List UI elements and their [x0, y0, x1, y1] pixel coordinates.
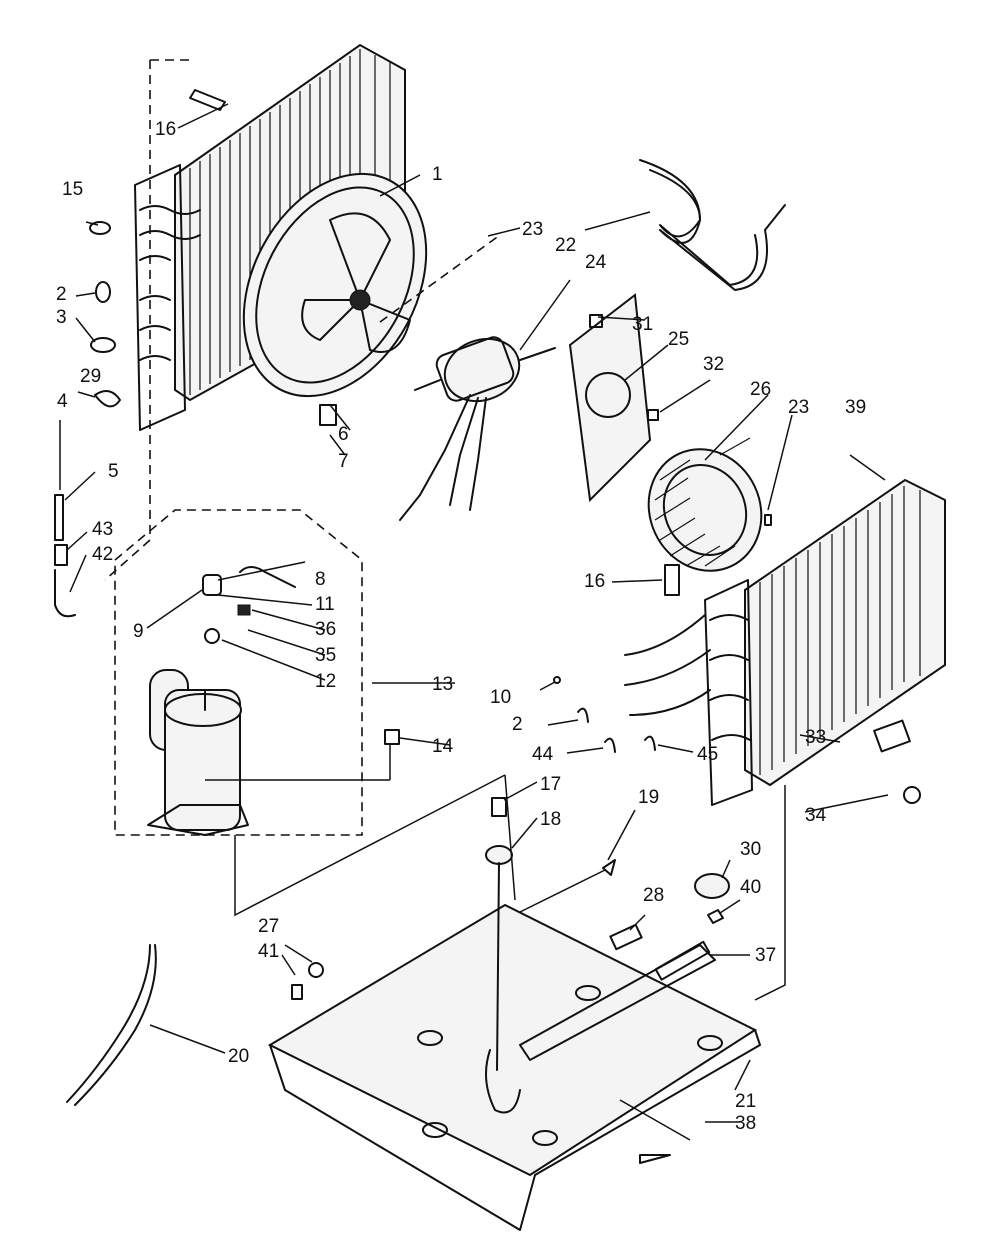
- callout-20: 20: [228, 1046, 250, 1067]
- compressor-assembly: [114, 509, 400, 836]
- callout-9: 9: [133, 621, 144, 642]
- callout-8: 8: [315, 569, 326, 590]
- callout-1: 1: [432, 164, 443, 185]
- callout-16-right: 16: [584, 571, 606, 592]
- small-parts: [54, 89, 921, 1164]
- base-pan: [267, 903, 761, 1231]
- fan-motor: [399, 336, 556, 521]
- callout-23-top: 23: [522, 219, 544, 240]
- callout-11: 11: [315, 594, 335, 615]
- callout-19: 19: [638, 787, 660, 808]
- callout-41: 41: [258, 941, 280, 962]
- callout-36: 36: [315, 619, 337, 640]
- callout-37: 37: [755, 945, 777, 966]
- motor-mount: [568, 293, 652, 503]
- callout-25: 25: [668, 329, 690, 350]
- callout-23-right: 23: [788, 397, 810, 418]
- leader-lines: [59, 59, 889, 1141]
- callout-33: 33: [805, 727, 827, 748]
- blower-wheel: [647, 437, 763, 572]
- callout-29: 29: [80, 366, 102, 387]
- callout-26: 26: [750, 379, 772, 400]
- callout-32: 32: [703, 354, 725, 375]
- callout-30: 30: [740, 839, 762, 860]
- callout-40: 40: [740, 877, 762, 898]
- callout-44: 44: [532, 744, 554, 765]
- callout-21: 21: [735, 1091, 757, 1112]
- callout-4: 4: [57, 391, 68, 412]
- callout-27: 27: [258, 916, 280, 937]
- callout-7: 7: [338, 451, 349, 472]
- callout-28: 28: [643, 885, 665, 906]
- fan-shroud: [242, 172, 428, 398]
- callout-24: 24: [585, 252, 607, 273]
- power-cord: [66, 944, 157, 1106]
- callout-31: 31: [632, 314, 654, 335]
- callout-5: 5: [108, 461, 119, 482]
- callout-42: 42: [92, 544, 114, 565]
- callout-45: 45: [697, 744, 719, 765]
- callout-22: 22: [555, 235, 577, 256]
- callout-14: 14: [432, 736, 454, 757]
- callout-10: 10: [490, 687, 512, 708]
- callout-43: 43: [92, 519, 114, 540]
- callout-16-top: 16: [155, 119, 177, 140]
- wiring-harness: [639, 159, 786, 291]
- callout-39: 39: [845, 397, 867, 418]
- callout-2-right: 2: [512, 714, 523, 735]
- callout-38: 38: [735, 1113, 757, 1134]
- callout-34: 34: [805, 805, 827, 826]
- callout-13: 13: [432, 674, 454, 695]
- callout-2-left: 2: [56, 284, 67, 305]
- callout-18: 18: [540, 809, 562, 830]
- callout-17: 17: [540, 774, 562, 795]
- callout-12: 12: [315, 671, 337, 692]
- evaporator-coil: [624, 478, 946, 806]
- callout-15: 15: [62, 179, 84, 200]
- callout-6: 6: [338, 424, 349, 445]
- callout-35: 35: [315, 645, 337, 666]
- callout-3: 3: [56, 307, 67, 328]
